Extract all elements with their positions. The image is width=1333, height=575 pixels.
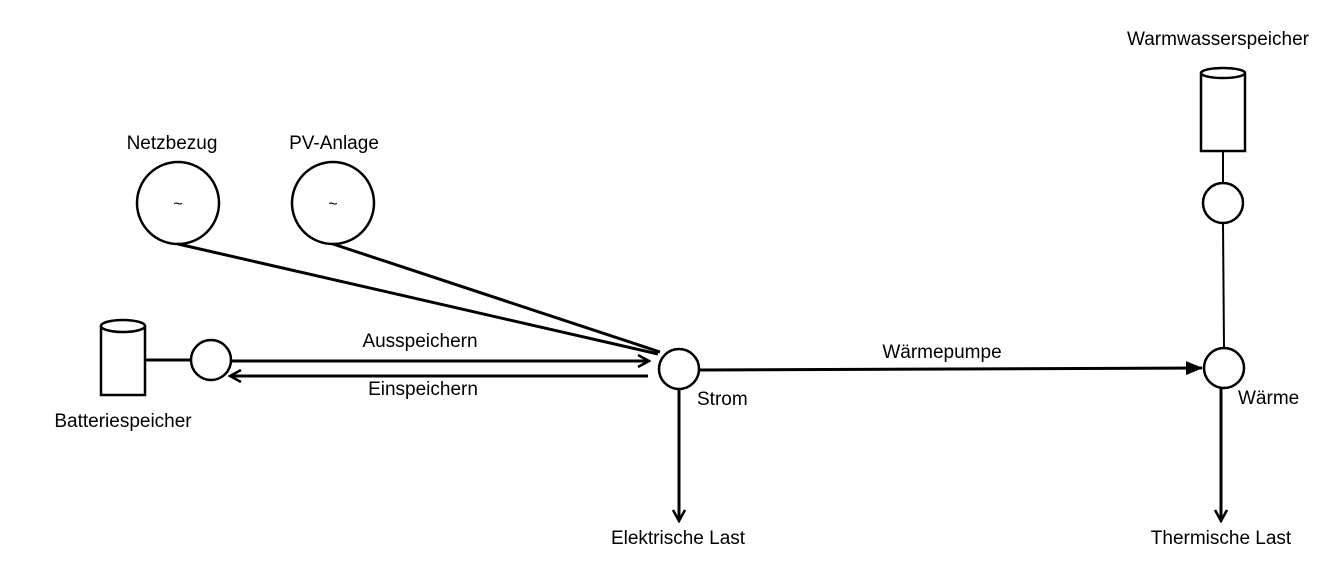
netzbezug-symbol: ~ [173, 196, 182, 213]
netzbezug-to-strom-line [177, 242, 659, 356]
battery-converter-node [189, 338, 233, 382]
einspeichern-label: Einspeichern [368, 379, 478, 400]
waermepumpe-arrow [698, 361, 1203, 376]
warmwasserspeicher-node: Warmwasserspeicher [1127, 29, 1310, 349]
pv-anlage-symbol: ~ [328, 196, 337, 213]
warmwasserspeicher-label: Warmwasserspeicher [1127, 29, 1310, 50]
waerme-bus-node [1202, 346, 1246, 390]
strom-bus-node [657, 347, 701, 391]
netzbezug-label: Netzbezug [127, 133, 218, 154]
pv-anlage-label: PV-Anlage [289, 133, 379, 154]
thermische-last-label: Thermische Last [1151, 528, 1292, 549]
pv-anlage-node: ~ PV-Anlage [289, 133, 379, 246]
elektrische-last-label: Elektrische Last [611, 528, 746, 549]
battery-cylinder-icon [99, 318, 147, 397]
hot-water-tank-icon [1199, 66, 1247, 153]
strom-node: Strom [657, 347, 748, 410]
netzbezug-node: ~ Netzbezug [127, 133, 221, 246]
pv-anlage-to-strom-line [332, 242, 661, 354]
ausspeichern-label: Ausspeichern [362, 331, 477, 352]
tank-converter-node [1201, 181, 1245, 225]
waerme-label: Wärme [1238, 388, 1299, 409]
batteriespeicher-node: Batteriespeicher [54, 318, 233, 432]
waermepumpe-label: Wärmepumpe [882, 342, 1001, 363]
strom-label: Strom [697, 389, 748, 410]
batteriespeicher-label: Batteriespeicher [54, 411, 192, 432]
tank-to-waerme-line [1222, 222, 1225, 349]
waerme-node: Wärme [1202, 346, 1299, 409]
